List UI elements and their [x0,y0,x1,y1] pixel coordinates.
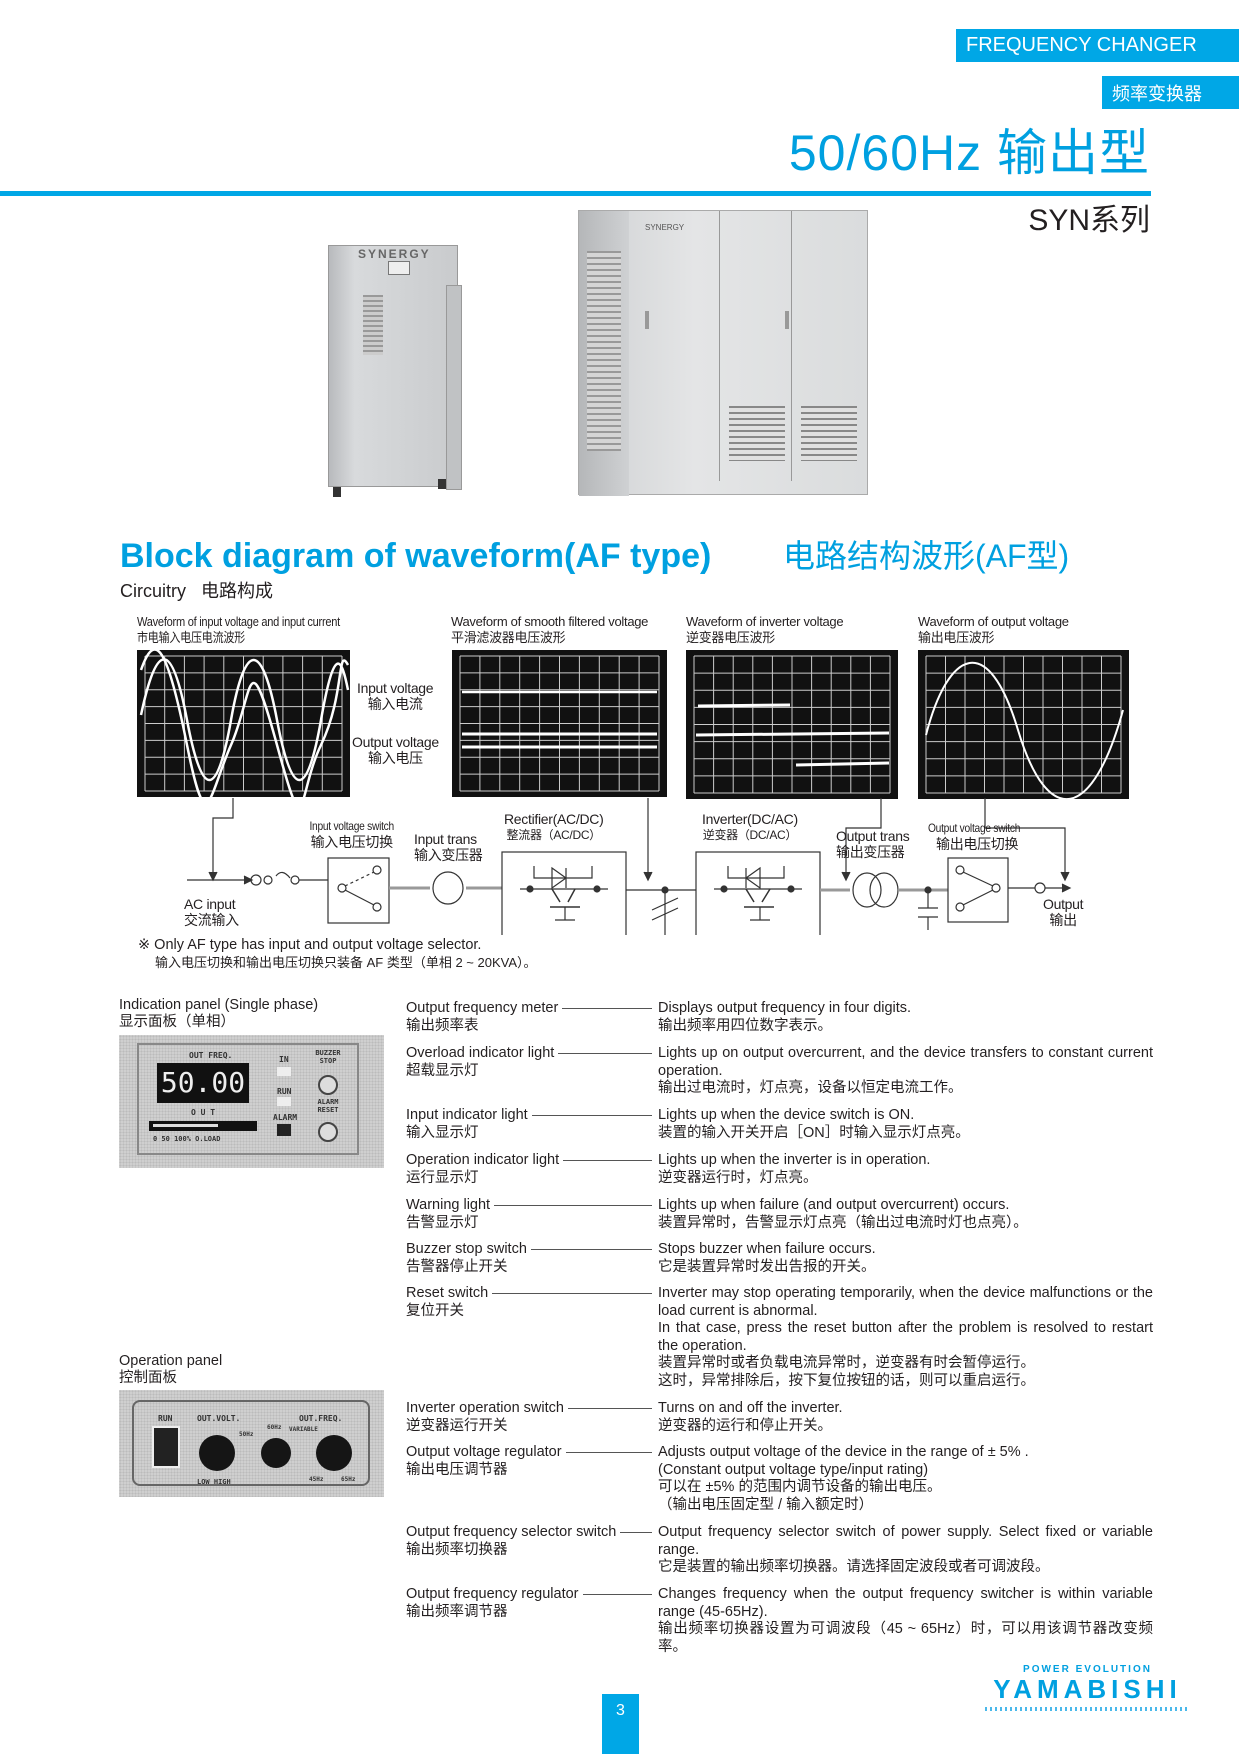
scope-grid [459,655,660,792]
page-title: 50/60Hz 输出型 [788,125,1150,181]
indication-panel-image: OUT FREQ. 50.00 O U T 0 50 100% O.LOAD I… [119,1035,384,1168]
voltage-knob [199,1435,235,1471]
oscilloscope-inverter [686,650,898,799]
feature-description: Adjusts output voltage of the device in … [658,1444,1029,1513]
category-cn-badge: 频率变换器 [1102,76,1239,109]
section-title-cn: 电路结构波形(AF型) [783,538,1070,574]
oscilloscope-smooth [452,650,667,797]
circuitry-cn: 电路构成 [201,581,274,601]
feature-description: Lights up on output overcurrent, and the… [658,1045,1153,1096]
brand-label: SYNERGY [645,223,685,232]
scope-grid [693,655,891,794]
buzzer-stop-button [318,1075,338,1095]
oscilloscope-input [137,650,350,797]
feature-description: Output frequency selector switch of powe… [658,1524,1153,1575]
feature-description: Inverter may stop operating temporarily,… [658,1285,1153,1389]
oscilloscope-output [918,650,1129,799]
product-image-small: SYNERGY [328,245,468,500]
feature-description: Stops buzzer when failure occurs.它是装置异常时… [658,1241,876,1275]
logo-wordmark: YAMABISHI [993,1674,1182,1704]
footnote: ※ Only AF type has input and output volt… [138,937,537,970]
frequency-knob [316,1435,352,1471]
indication-panel-title: Indication panel (Single phase)显示面板（单相） [119,997,319,1030]
feature-description: Lights up when failure (and output overc… [658,1197,1028,1231]
feature-description: Changes frequency when the output freque… [658,1586,1153,1655]
page-number: 3 [602,1694,639,1754]
title-rule [0,191,1151,196]
circuitry-label: Circuitry 电路构成 [120,580,273,602]
logo-tagline: POWER EVOLUTION [1023,1664,1152,1675]
category-en-badge: FREQUENCY CHANGER [956,29,1239,62]
feature-description: Lights up when the inverter is in operat… [658,1152,931,1186]
yamabishi-logo: POWER EVOLUTION YAMABISHI [985,1664,1190,1711]
brand-label: SYNERGY [358,247,431,261]
frequency-display: 50.00 [157,1063,249,1103]
inverter-label: Inverter(DC/AC)逆变器（DC/AC） [702,811,798,842]
product-image-large: SYNERGY [578,210,868,496]
waveform-1-label: Waveform of input voltage and input curr… [137,614,340,645]
category-cn: 频率变换器 [1112,83,1202,104]
scope-grid [925,655,1122,794]
reset-button [318,1122,338,1142]
series-label: SYN系列 [1028,204,1150,237]
circuit-diagram [187,798,1072,935]
operation-panel-image: RUN OUT.VOLT. LOW HIGH 50Hz 60Hz VARIABL… [119,1390,384,1497]
feature-description: Lights up when the device switch is ON.装… [658,1107,970,1141]
category-en: FREQUENCY CHANGER [966,34,1197,56]
feature-description: Turns on and off the inverter.逆变器的运行和停止开… [658,1400,843,1434]
section-title-en: Block diagram of waveform(AF type) [120,537,712,575]
circuitry-en: Circuitry [120,581,186,601]
rectifier-label: Rectifier(AC/DC)整流器（AC/DC） [504,811,604,842]
frequency-selector-knob [261,1438,291,1468]
run-switch [152,1426,180,1468]
feature-description: Displays output frequency in four digits… [658,1000,912,1034]
